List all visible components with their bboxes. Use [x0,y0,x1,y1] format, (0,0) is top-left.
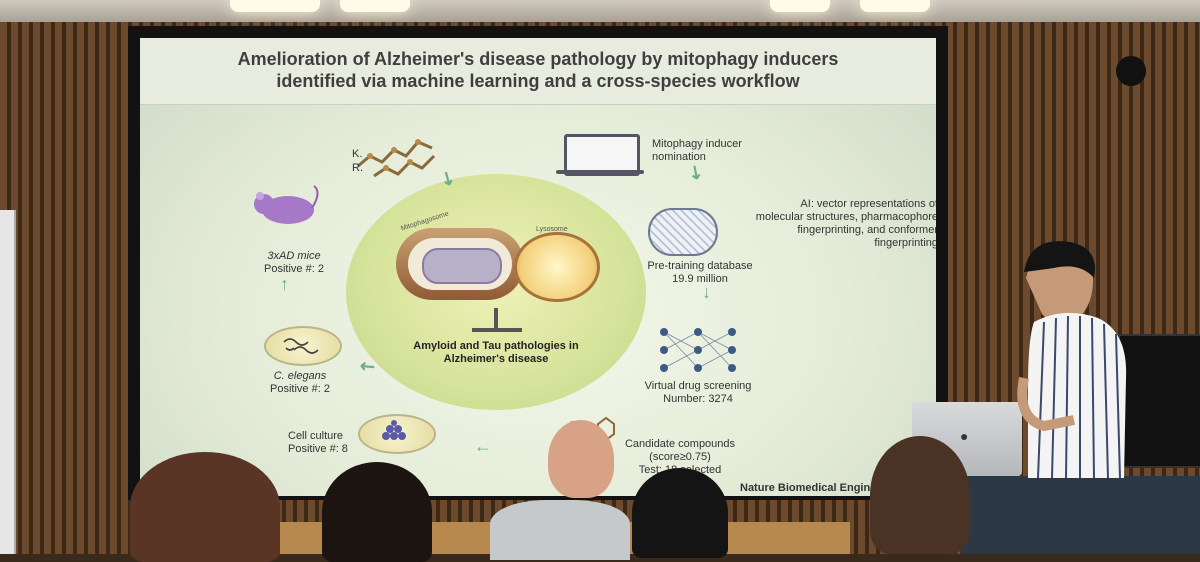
inhibition-bar-head [472,328,522,332]
ceiling-light [770,0,830,12]
step-ai: AI: vector representations of molecular … [728,198,936,250]
ceiling-light [340,0,410,12]
slide-title-line1: Amelioration of Alzheimer's disease path… [237,49,839,69]
label-r: R. [352,162,363,174]
ceiling-light [860,0,930,12]
step-ai-line2: molecular structures, pharmacophore [755,211,936,223]
step-screening-line2: Number: 3274 [663,393,733,405]
step-ai-line4: fingerprinting [874,237,936,249]
step-mice-line2: Positive #: 2 [264,263,324,275]
step-cell-line1: Cell culture [288,430,344,442]
ceiling [0,0,1200,22]
apple-logo-icon: ● [960,428,969,444]
molecule-icon [357,139,436,178]
step-mice-line1: 3xAD mice [267,250,321,262]
step-ai-line1: AI: vector representations of [800,198,936,210]
mouse-icon [254,185,319,224]
laptop-base-icon [556,170,644,174]
ceiling-camera [1116,56,1146,86]
step-screening-line1: Virtual drug screening [644,380,752,392]
step-pretrain-line1: Pre-training database [647,260,753,272]
slide-title: Amelioration of Alzheimer's disease path… [140,48,936,92]
arrow-left-icon: ← [474,436,492,456]
podium [960,476,1200,554]
ceiling-light [230,0,320,12]
arrow-up-icon: ↑ [280,274,289,294]
step-pretrain: Pre-training database 19.9 million [640,260,760,286]
step-candidates-line2: (score≥0.75) [649,451,711,463]
inhibition-bar-stem [494,308,498,330]
projected-slide: Amelioration of Alzheimer's disease path… [140,38,936,496]
c-elegans-dish-icon [264,326,342,366]
step-elegans-line1: C. elegans [273,370,327,382]
audience-member-head [548,420,614,498]
laptop-icon [564,134,640,176]
slide-title-bar: Amelioration of Alzheimer's disease path… [140,38,936,105]
cells-icon [382,420,406,440]
step-ai-line3: fingerprinting, and conformer [797,224,936,236]
step-mice: 3xAD mice Positive #: 2 [244,250,344,276]
lysosome-shape [514,232,600,302]
audience-member [322,462,432,562]
worms-icon [283,338,319,354]
step-cell-line2: Positive #: 8 [288,443,348,455]
monitor [1118,334,1200,468]
journal-footer: Nature Biomedical Engineering [740,482,904,494]
presenter [1017,241,1127,478]
step-cell-culture: Cell culture Positive #: 8 [288,430,348,456]
mitochondrion-shape [422,248,502,284]
step-nomination-line1: Mitophagy inducer [652,138,742,150]
audience-member [632,468,728,558]
audience-member-shirt [490,500,630,560]
arrow-down-icon: ↓ [702,282,711,302]
step-candidates-line1: Candidate compounds [624,438,736,450]
step-screening: Virtual drug screening Number: 3274 [628,380,768,406]
center-text-line2: Alzheimer's disease [443,353,549,365]
neural-network-icon [660,328,736,372]
step-nomination-line2: nomination [652,151,706,163]
center-text-line1: Amyloid and Tau pathologies in [413,340,579,352]
step-c-elegans: C. elegans Positive #: 2 [250,370,350,396]
audience-member [870,436,970,554]
step-pretrain-line2: 19.9 million [672,273,728,285]
label-k: K. [352,148,363,160]
step-elegans-line2: Positive #: 2 [270,383,330,395]
brain-icon [648,208,718,256]
lysosome-label: Lysosome [536,226,568,233]
slide-title-line2: identified via machine learning and a cr… [276,71,800,91]
step-nomination: Mitophagy inducer nomination [652,138,742,164]
center-text: Amyloid and Tau pathologies in Alzheimer… [386,340,606,366]
whiteboard-edge [0,210,16,554]
audience-member [130,452,280,562]
